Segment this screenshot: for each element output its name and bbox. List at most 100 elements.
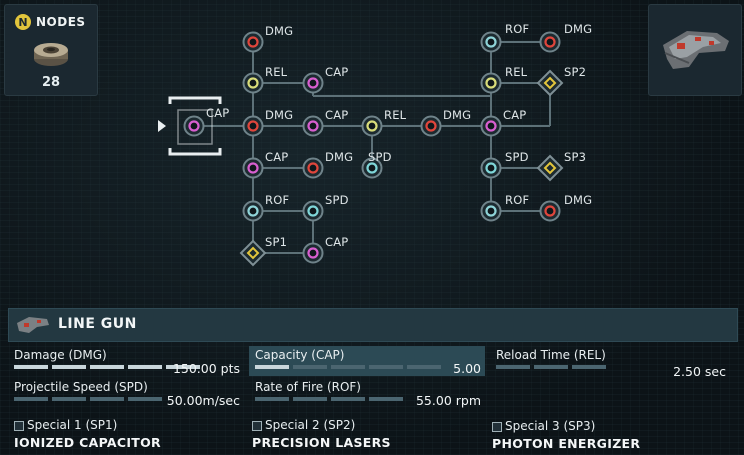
stat-pip [52, 365, 86, 369]
tree-node-label: DMG [265, 108, 294, 122]
tree-node-rof-c[interactable] [480, 200, 502, 222]
tree-node-label: REL [384, 108, 407, 122]
stat-capacity[interactable]: Capacity (CAP) 5.00 [249, 346, 485, 376]
stat-speed-bar [14, 397, 162, 401]
tree-node-label: CAP [206, 106, 230, 120]
special-3-label: Special 3 (SP3) [505, 419, 596, 433]
special-2-title: PRECISION LASERS [252, 435, 391, 450]
stat-pip [128, 365, 162, 369]
tree-node-spd-c[interactable] [480, 157, 502, 179]
tree-node-label: DMG [265, 24, 294, 38]
stat-reload-value: 2.50 sec [673, 364, 726, 379]
tree-node-label: DMG [564, 193, 593, 207]
stat-damage[interactable]: Damage (DMG) 150.00 pts [8, 346, 244, 376]
tree-node-label: ROF [505, 193, 530, 207]
special-3-title: PHOTON ENERGIZER [492, 436, 641, 451]
tree-node-label: CAP [325, 108, 349, 122]
tree-node-label: SP1 [265, 235, 288, 249]
tree-node-rel-b[interactable] [361, 115, 383, 137]
special-3[interactable]: Special 3 (SP3) PHOTON ENERGIZER [486, 418, 730, 454]
tree-node-label: CAP [503, 108, 527, 122]
tree-node-cap-d[interactable] [242, 157, 264, 179]
nodes-count: 28 [41, 75, 61, 90]
stat-projectile-speed[interactable]: Projectile Speed (SPD) 50.00m/sec [8, 378, 244, 408]
tree-node-label: SPD [325, 193, 349, 207]
tree-node-label: SP2 [564, 65, 587, 79]
stat-pip [293, 365, 327, 369]
tree-node-dmg-f[interactable] [539, 200, 561, 222]
special-1-label: Special 1 (SP1) [27, 418, 118, 432]
stat-pip [90, 397, 124, 401]
stat-pip [128, 397, 162, 401]
tree-node-rel-c[interactable] [480, 72, 502, 94]
upgrade-tree [158, 31, 564, 267]
special-1-title: IONIZED CAPACITOR [14, 435, 161, 450]
line-gun-icon [17, 317, 49, 333]
tree-node-spd-a[interactable] [361, 157, 383, 179]
stat-pip [52, 397, 86, 401]
tree-node-label: CAP [265, 150, 289, 164]
stat-pip [572, 365, 606, 369]
special-2[interactable]: Special 2 (SP2) PRECISION LASERS [246, 417, 482, 453]
stat-pip [496, 365, 530, 369]
stat-damage-value: 150.00 pts [172, 361, 240, 376]
stat-reload-label: Reload Time (REL) [496, 348, 606, 362]
stat-pip [331, 397, 365, 401]
tree-node-label: DMG [564, 22, 593, 36]
stat-damage-label: Damage (DMG) [14, 348, 107, 362]
stat-pip [255, 365, 289, 369]
tree-node-dmg-d[interactable] [302, 157, 324, 179]
tree-node-sp1[interactable] [239, 239, 267, 267]
stat-speed-value: 50.00m/sec [166, 393, 240, 408]
tree-node-cap-b[interactable] [302, 115, 324, 137]
special-2-checkbox[interactable] [252, 421, 262, 431]
stat-reload[interactable]: Reload Time (REL) 2.50 sec [490, 346, 730, 379]
tree-node-label: SP3 [564, 150, 587, 164]
tree-node-sp2[interactable] [536, 69, 564, 97]
tree-node-label: SPD [505, 150, 529, 164]
stat-capacity-value: 5.00 [453, 361, 481, 376]
tree-node-label: DMG [443, 108, 472, 122]
stat-rof-value: 55.00 rpm [415, 393, 481, 408]
tree-node-cap-e[interactable] [302, 242, 324, 264]
tree-node-dmg-e[interactable] [539, 31, 561, 53]
stat-damage-bar [14, 365, 200, 369]
stat-pip [369, 365, 403, 369]
stat-pip [369, 397, 403, 401]
stat-pip [166, 365, 200, 369]
tree-node-start[interactable] [183, 115, 205, 137]
special-1[interactable]: Special 1 (SP1) IONIZED CAPACITOR [8, 417, 244, 453]
weapon-name: LINE GUN [58, 316, 137, 332]
tree-node-rof-b[interactable] [480, 31, 502, 53]
tree-node-label: ROF [505, 22, 530, 36]
tree-node-label: SPD [368, 150, 392, 164]
stat-rof-label: Rate of Fire (ROF) [255, 380, 361, 394]
tree-start-node[interactable] [158, 96, 222, 156]
tree-node-label: REL [505, 65, 528, 79]
tree-node-dmg-a[interactable] [242, 31, 264, 53]
stat-capacity-bar [255, 365, 441, 369]
tree-node-label: CAP [325, 235, 349, 249]
tree-node-rof-a[interactable] [242, 200, 264, 222]
tree-node-label: REL [265, 65, 288, 79]
nodes-badge-icon: N [15, 14, 31, 30]
tree-node-rel-a[interactable] [242, 72, 264, 94]
tree-node-label: ROF [265, 193, 290, 207]
stat-pip [90, 365, 124, 369]
tree-node-sp3[interactable] [536, 154, 564, 182]
tree-node-dmg-b[interactable] [242, 115, 264, 137]
stat-pip [407, 365, 441, 369]
weapon-header: LINE GUN [8, 308, 738, 342]
weapon-ship-icon [663, 31, 729, 69]
stat-pip [293, 397, 327, 401]
tree-node-cap-a[interactable] [302, 72, 324, 94]
stat-rate-of-fire[interactable]: Rate of Fire (ROF) 55.00 rpm [249, 378, 485, 408]
special-3-checkbox[interactable] [492, 422, 502, 432]
stat-pip [331, 365, 365, 369]
stat-pip [534, 365, 568, 369]
tree-node-cap-c[interactable] [480, 115, 502, 137]
tree-node-dmg-c[interactable] [420, 115, 442, 137]
tree-node-spd-b[interactable] [302, 200, 324, 222]
special-1-checkbox[interactable] [14, 421, 24, 431]
stat-reload-bar [496, 365, 606, 369]
